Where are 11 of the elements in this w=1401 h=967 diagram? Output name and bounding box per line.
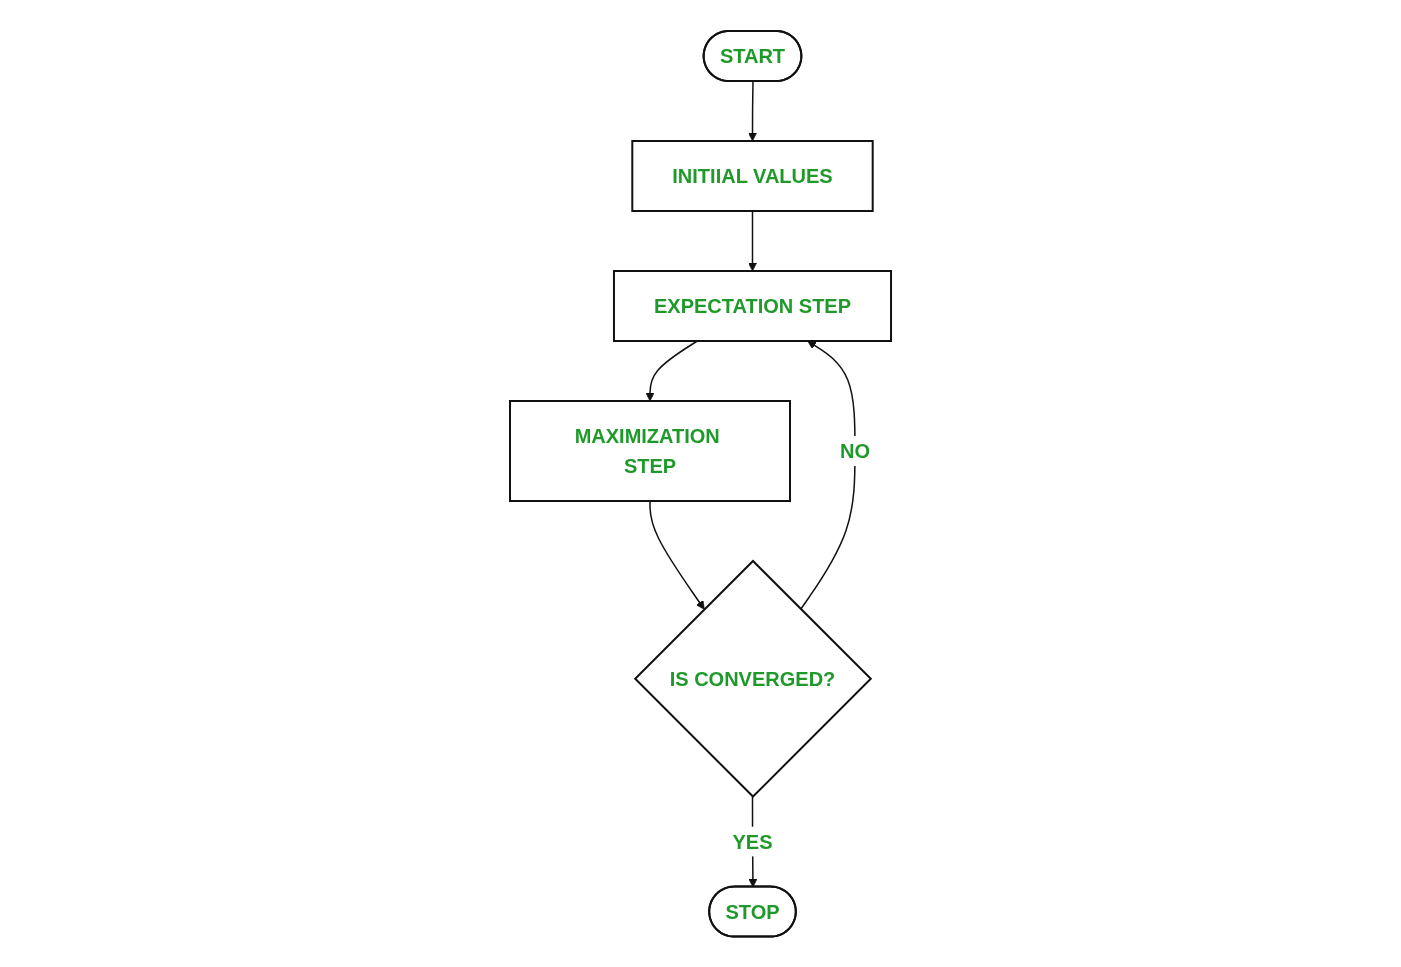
node-box: EXPECTATION STEP bbox=[612, 269, 892, 342]
arrow bbox=[645, 339, 699, 402]
arrow bbox=[649, 499, 705, 610]
edge-label: YES bbox=[732, 830, 773, 853]
node-box: INITIIAL VALUES bbox=[631, 139, 874, 212]
node-box: MAXIMIZATION STEP bbox=[509, 399, 791, 502]
edge-label: NO bbox=[839, 439, 870, 462]
node-diamond: IS CONVERGED? bbox=[633, 559, 873, 798]
arrow bbox=[799, 340, 856, 610]
arrow bbox=[748, 80, 757, 142]
arrow bbox=[748, 209, 757, 272]
